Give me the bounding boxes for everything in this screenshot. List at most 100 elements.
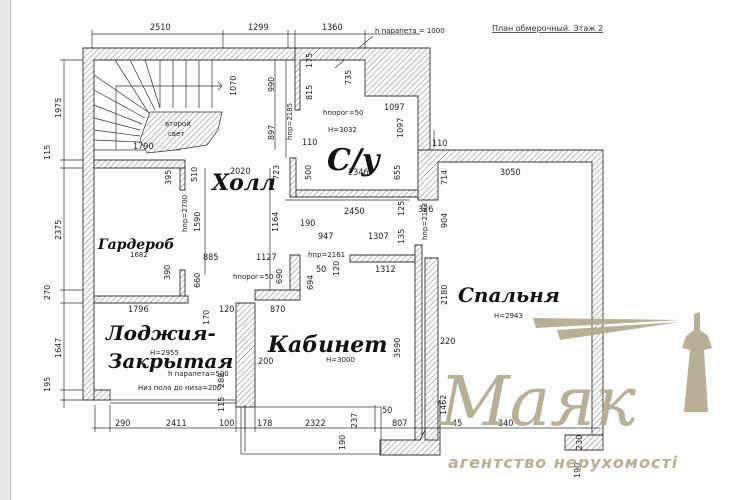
svg-text:220: 220	[440, 337, 455, 347]
svg-text:1462: 1462	[439, 395, 448, 415]
svg-text:1312: 1312	[375, 265, 396, 275]
svg-text:500: 500	[304, 165, 313, 180]
svg-text:807: 807	[392, 419, 407, 429]
top-dimensions: 2510 1299 1360	[91, 23, 420, 60]
svg-text:45: 45	[452, 419, 462, 429]
svg-text:1796: 1796	[128, 305, 149, 315]
svg-text:120: 120	[332, 261, 341, 276]
room-label-wardrobe: Гардероб	[97, 237, 174, 253]
svg-text:1360: 1360	[322, 23, 343, 33]
svg-text:904: 904	[440, 213, 449, 228]
svg-text:290: 290	[115, 419, 130, 429]
interior-lines	[110, 60, 435, 455]
interior-dimension-labels: 990 897 hпр=2185 175 815 735 hпорог=50 H…	[128, 53, 584, 478]
svg-text:50: 50	[316, 265, 326, 275]
svg-text:2322: 2322	[305, 419, 326, 429]
svg-text:второй: второй	[165, 120, 191, 128]
svg-text:1790: 1790	[133, 142, 154, 152]
svg-text:3590: 3590	[393, 338, 402, 358]
svg-text:190: 190	[300, 219, 315, 229]
svg-text:2375: 2375	[54, 220, 63, 240]
svg-text:897: 897	[267, 125, 276, 140]
svg-text:120: 120	[219, 305, 234, 315]
parapet-note: h парапета = 1000	[375, 27, 445, 35]
svg-text:1307: 1307	[368, 232, 389, 242]
svg-text:288: 288	[217, 373, 226, 388]
svg-text:170: 170	[202, 310, 211, 325]
bottom-dimensions: 290 2411 100 178 2322 50 807 45 340	[92, 405, 600, 432]
svg-text:H=2955: H=2955	[150, 349, 179, 357]
svg-text:870: 870	[270, 305, 285, 315]
lighthouse-icon	[682, 312, 712, 412]
svg-text:947: 947	[318, 232, 333, 242]
svg-text:655: 655	[393, 165, 402, 180]
room-label-bathroom: С/у	[327, 143, 382, 178]
svg-text:Низ пола до низа=200: Низ пола до низа=200	[138, 384, 221, 392]
svg-text:2020: 2020	[230, 167, 251, 177]
svg-text:1647: 1647	[54, 338, 63, 358]
svg-text:3050: 3050	[500, 168, 521, 178]
svg-text:135: 135	[397, 229, 406, 244]
room-label-loggia-line1: Лоджия-	[105, 321, 216, 345]
svg-text:H=2943: H=2943	[494, 312, 523, 320]
svg-text:885: 885	[203, 253, 218, 263]
room-label-hall: Холл	[210, 170, 276, 196]
svg-text:237: 237	[350, 413, 359, 428]
svg-text:hпр=2161: hпр=2161	[308, 251, 345, 259]
svg-text:50: 50	[382, 406, 392, 416]
watermark-logo: Маяк агентство нерухомості	[438, 312, 712, 472]
svg-text:190: 190	[338, 435, 347, 450]
svg-text:H=3032: H=3032	[328, 126, 357, 134]
svg-text:735: 735	[344, 70, 353, 85]
svg-text:2411: 2411	[166, 419, 187, 429]
svg-text:110: 110	[432, 139, 447, 149]
svg-text:H=3000: H=3000	[326, 356, 355, 364]
svg-text:свет: свет	[168, 130, 184, 138]
svg-text:100: 100	[219, 419, 234, 429]
svg-text:hпр=2700: hпр=2700	[181, 195, 189, 232]
svg-text:1097: 1097	[384, 103, 405, 113]
room-label-loggia-line2: Закрытая	[108, 349, 233, 373]
svg-text:340: 340	[498, 419, 513, 429]
page-edge	[0, 0, 11, 500]
svg-text:115: 115	[43, 145, 52, 160]
svg-text:1164: 1164	[271, 212, 280, 232]
svg-text:115: 115	[217, 397, 226, 412]
left-dimensions: 1975 115 2375 270 1647 195	[43, 59, 88, 408]
svg-text:694: 694	[306, 275, 315, 290]
svg-text:990: 990	[267, 77, 276, 92]
svg-text:110: 110	[302, 138, 317, 148]
svg-text:714: 714	[440, 170, 449, 185]
second-light-void	[139, 111, 223, 154]
svg-text:2346: 2346	[348, 168, 369, 178]
svg-text:hпр=2193: hпр=2193	[421, 203, 429, 240]
svg-text:1127: 1127	[256, 253, 277, 263]
svg-text:125: 125	[397, 201, 406, 216]
svg-text:510: 510	[190, 167, 199, 182]
svg-text:1590: 1590	[193, 212, 202, 232]
svg-text:723: 723	[272, 165, 281, 180]
svg-text:200: 200	[258, 357, 273, 367]
svg-text:230: 230	[575, 435, 584, 450]
svg-text:2180: 2180	[440, 285, 449, 305]
svg-text:395: 395	[164, 170, 173, 185]
svg-text:690: 690	[275, 269, 284, 284]
svg-text:1097: 1097	[396, 118, 405, 138]
svg-text:178: 178	[257, 419, 272, 429]
svg-text:hпорог=50: hпорог=50	[323, 109, 363, 117]
plan-title: План обмерочный. Этаж 2	[492, 24, 603, 33]
svg-text:2510: 2510	[150, 23, 171, 33]
svg-text:h парапета=500: h парапета=500	[168, 370, 229, 378]
room-label-office: Кабинет	[267, 332, 387, 358]
watermark-subtitle: агентство нерухомості	[448, 453, 678, 472]
svg-text:1975: 1975	[54, 98, 63, 118]
svg-text:1682: 1682	[130, 251, 148, 259]
svg-text:hпорог=50: hпорог=50	[233, 273, 273, 281]
staircase: второй свет 1790 1070	[93, 59, 238, 154]
svg-text:1299: 1299	[248, 23, 269, 33]
svg-text:326: 326	[418, 205, 433, 215]
svg-text:1070: 1070	[229, 76, 238, 96]
svg-text:815: 815	[305, 85, 314, 100]
